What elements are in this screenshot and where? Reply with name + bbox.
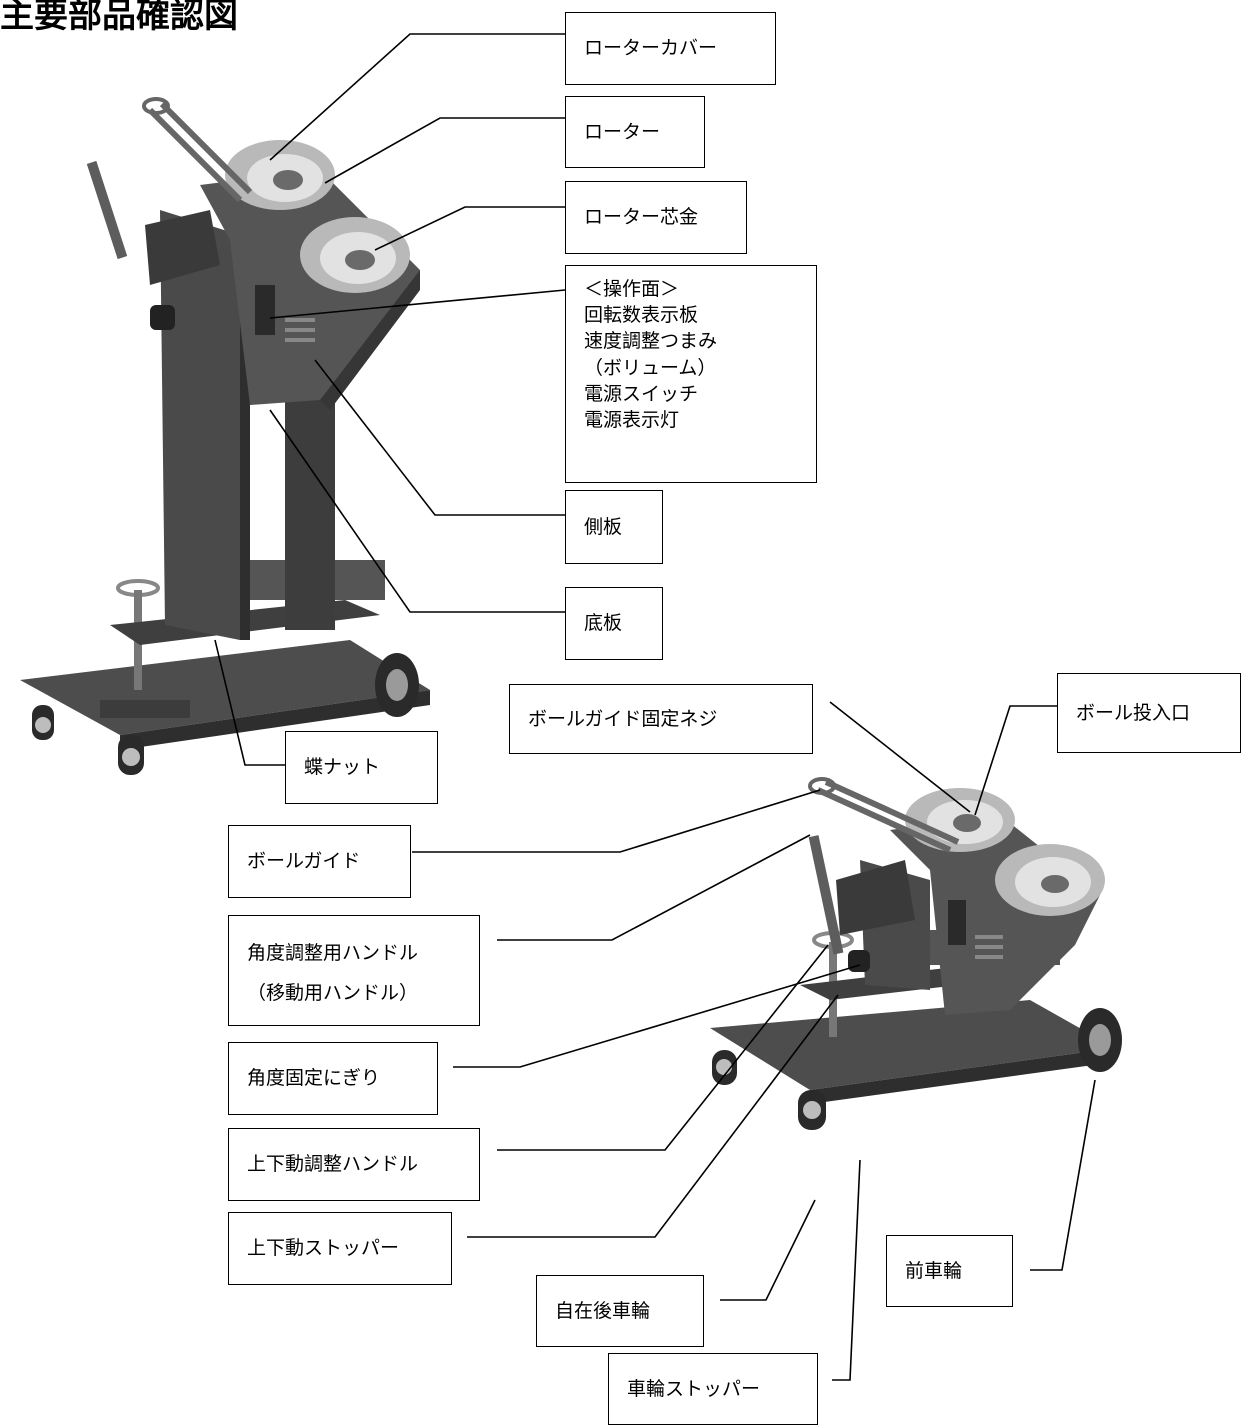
- label-caster-rear-wheel: 自在後車輪: [536, 1275, 704, 1347]
- label-rotor-core: ローター芯金: [565, 181, 747, 254]
- machine-side-view: [710, 777, 1122, 1130]
- label-front-wheel: 前車輪: [886, 1235, 1013, 1307]
- label-ball-guide-screw: ボールガイド固定ネジ: [509, 684, 813, 754]
- label-bottom-plate: 底板: [565, 587, 663, 660]
- wheel-front-2: [1078, 1008, 1122, 1072]
- label-angle-handle: 角度調整用ハンドル （移動用ハンドル）: [228, 915, 480, 1026]
- panel-line-6: 電源表示灯: [584, 409, 680, 432]
- angle-handle-line-2: （移動用ハンドル）: [247, 981, 419, 1004]
- angle-handle-line-1: 角度調整用ハンドル: [247, 942, 419, 964]
- label-rotor-cover: ローターカバー: [565, 12, 776, 85]
- panel-line-4: （ボリューム）: [584, 356, 717, 379]
- label-updown-stopper: 上下動ストッパー: [228, 1212, 452, 1285]
- label-angle-lock-grip: 角度固定にぎり: [228, 1042, 438, 1115]
- wheel-rear-right-2: [798, 1090, 826, 1130]
- leader-lines: [214, 33, 1096, 1381]
- panel-line-5: 電源スイッチ: [584, 382, 699, 405]
- label-wheel-stopper: 車輪ストッパー: [608, 1353, 818, 1425]
- label-ball-guide: ボールガイド: [228, 825, 411, 898]
- machine-front-view: [20, 97, 430, 775]
- wheel-front-1: [375, 653, 419, 717]
- panel-line-3: 速度調整つまみ: [584, 330, 718, 353]
- label-ball-inlet: ボール投入口: [1057, 673, 1241, 753]
- label-control-panel: ＜操作面＞ 回転数表示板 速度調整つまみ （ボリューム） 電源スイッチ 電源表示…: [565, 265, 817, 483]
- label-side-plate: 側板: [565, 490, 663, 564]
- page-title: 主要部品確認図: [0, 0, 238, 36]
- label-rotor: ローター: [565, 96, 705, 168]
- wheel-rear-left-1: [32, 705, 54, 740]
- panel-line-1: ＜操作面＞: [584, 278, 680, 300]
- panel-line-2: 回転数表示板: [584, 304, 699, 327]
- label-updown-handle: 上下動調整ハンドル: [228, 1128, 480, 1201]
- wheel-rear-right-1: [118, 735, 144, 775]
- wheel-rear-left-2: [712, 1050, 737, 1085]
- label-wing-nut: 蝶ナット: [285, 731, 438, 804]
